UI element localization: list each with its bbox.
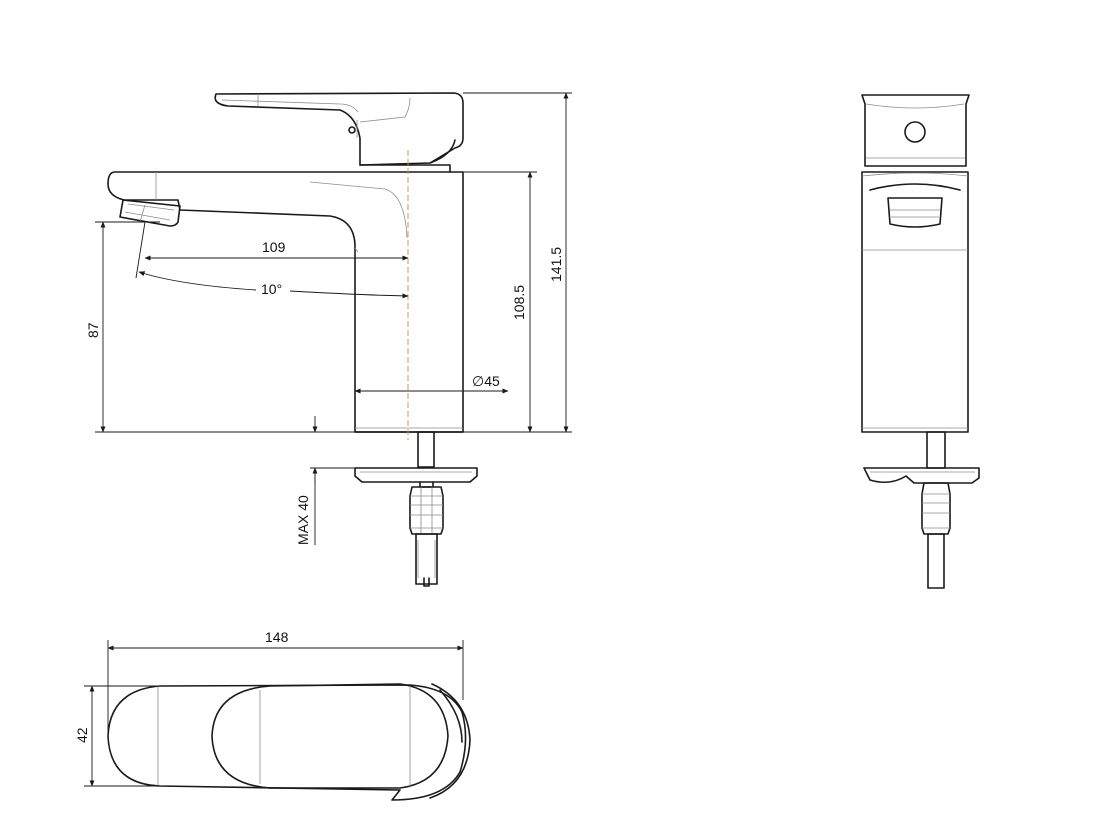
side-shank (417, 431, 435, 468)
side-spout-body (107, 171, 464, 433)
top-spout-outline (107, 684, 467, 801)
front-aerator (887, 197, 943, 228)
front-handle-pin (904, 121, 926, 143)
dim-spout-angle: 10° (261, 281, 282, 297)
side-aerator (119, 199, 181, 227)
dim-total-height: 141.5 (548, 247, 564, 282)
front-mounting-plate (863, 467, 980, 484)
front-handle (861, 94, 970, 167)
side-view: 109 10° 87 108.5 141.5 ∅45 MAX 40 (85, 92, 572, 587)
front-nut (921, 482, 951, 535)
top-handle-ellipse (211, 683, 449, 789)
dim-max-deck: MAX 40 (295, 495, 311, 545)
side-nut (409, 486, 444, 535)
top-view: 148 42 (74, 629, 471, 801)
dim-width: 42 (74, 727, 90, 743)
dim-body-diameter: ∅45 (472, 373, 500, 389)
dim-spout-reach: 109 (262, 239, 286, 255)
front-body (861, 171, 969, 433)
dim-length: 148 (265, 629, 289, 645)
side-threaded-rod (415, 533, 438, 585)
side-handle-pin (348, 126, 356, 134)
dim-spout-height: 87 (85, 322, 101, 338)
front-shank (926, 431, 946, 469)
front-view (861, 94, 980, 589)
dim-body-height: 108.5 (511, 285, 527, 320)
side-mounting-plate (354, 467, 478, 483)
